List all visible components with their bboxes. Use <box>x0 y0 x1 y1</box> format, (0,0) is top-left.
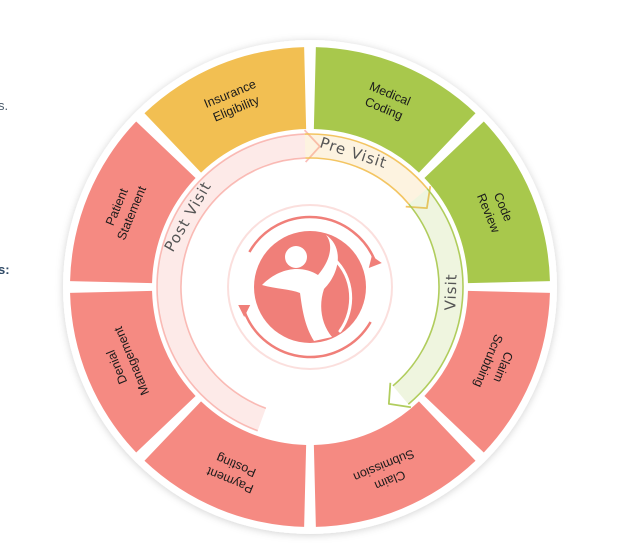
pre-visit-arrow-head <box>405 185 432 210</box>
post-visit-arrow-outer-edge <box>156 133 305 432</box>
logo-person-body <box>262 235 338 341</box>
visit-arrow-outer-edge <box>407 188 464 405</box>
logo-person-head <box>285 246 307 268</box>
segment-denial-management <box>70 290 196 453</box>
pre-visit-arrow-outer-edge <box>304 133 428 190</box>
post-visit-arrow-band <box>157 134 306 431</box>
person-cycle-logo-icon <box>227 204 393 370</box>
segment-insurance-eligibility <box>144 47 307 173</box>
segment-ring <box>70 47 550 527</box>
segment-claim-scrubbing <box>424 290 550 453</box>
segment-code-review <box>424 121 550 284</box>
segment-medical-coding <box>313 47 476 173</box>
edge-text-fragment-1: s. <box>0 98 9 113</box>
logo-arrow-head-1 <box>238 304 251 317</box>
post-visit-arrow-inner-edge <box>180 157 306 409</box>
visit-arrow-inner-edge <box>392 203 440 387</box>
page-edge-text: s. s: <box>0 0 12 557</box>
logo-arrow-head-2 <box>368 256 382 269</box>
segment-claim-submission <box>313 401 476 527</box>
phase-arcs <box>156 129 464 432</box>
logo-arrow-arc-2 <box>243 310 372 359</box>
post-visit-arrow-head <box>303 129 321 163</box>
logo-leaf-curve <box>332 257 353 333</box>
edge-text-fragment-2: s: <box>0 262 10 277</box>
phase-label-visit: Visit <box>441 273 460 311</box>
pre-visit-arrow-band <box>304 134 428 205</box>
pre-visit-arrow-inner-edge <box>305 157 410 205</box>
segment-payment-posting <box>144 401 307 527</box>
logo-arrow-arc-1 <box>248 215 377 264</box>
visit-arrow-band <box>392 188 463 405</box>
segment-patient-statement <box>70 121 196 284</box>
logo-outer-ring <box>227 204 393 370</box>
visit-arrow-head <box>387 382 412 409</box>
